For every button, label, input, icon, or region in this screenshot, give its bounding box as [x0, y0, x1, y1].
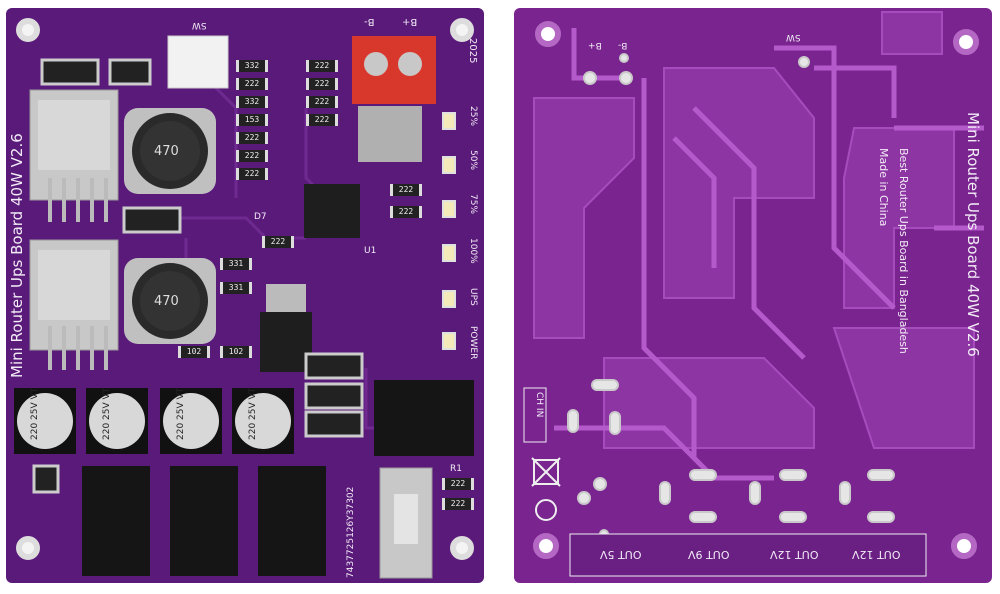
- cap-4: [232, 388, 294, 454]
- led-ups: [442, 290, 456, 308]
- back-bminus-label: B-: [618, 40, 628, 50]
- resistor: 222: [236, 78, 268, 90]
- resistor: 222: [262, 236, 294, 248]
- bminus-label: B-: [364, 16, 375, 27]
- weee-icon: [531, 457, 561, 487]
- resistor: 331: [220, 282, 252, 294]
- led-50: [442, 156, 456, 174]
- resistor: 102: [178, 346, 210, 358]
- cap-2: [86, 388, 148, 454]
- resistor: 222: [306, 78, 338, 90]
- sw-label: SW: [192, 20, 207, 30]
- ic-u1: [304, 184, 360, 238]
- front-board-title: Mini Router Ups Board 40W V2.6: [8, 133, 26, 378]
- cap-3: [160, 388, 222, 454]
- resistor: 222: [236, 168, 268, 180]
- led-25: [442, 112, 456, 130]
- out-label-1: OUT 5V: [600, 548, 642, 561]
- mount-hole-top-right: [450, 18, 474, 42]
- led-label-25: 25%: [468, 106, 478, 127]
- mount-hole-bottom-right: [450, 536, 474, 560]
- resistor: 222: [306, 114, 338, 126]
- cap-3-label: 220 25V VT: [176, 387, 186, 440]
- r1-label: R1: [450, 464, 462, 474]
- resistor: 222: [236, 132, 268, 144]
- back-hole-bottom-right: [951, 533, 977, 559]
- year-label: 2025: [467, 38, 478, 64]
- back-made-in: Made in China: [877, 148, 890, 227]
- resistor: 102: [220, 346, 252, 358]
- back-board: Mini Router Ups Board 40W V2.6 Best Rout…: [514, 8, 992, 583]
- cap-1-label: 220 25V VT: [30, 387, 40, 440]
- back-sw-label: SW: [786, 32, 801, 42]
- resistor: 222: [442, 478, 474, 490]
- led-100: [442, 244, 456, 262]
- u1-label: U1: [364, 246, 377, 256]
- regulator-2: [29, 239, 119, 370]
- back-hole-top-left: [535, 21, 561, 47]
- sw-connector: [167, 35, 229, 89]
- inductor-1: [124, 108, 216, 194]
- front-board-graphics: [14, 18, 474, 579]
- inductor-2: [124, 258, 216, 344]
- regulator-1: [29, 89, 119, 222]
- bplus-label: B+: [402, 16, 418, 27]
- terminal-block: [352, 36, 436, 162]
- back-hole-top-right: [953, 29, 979, 55]
- dc-jack-input: [374, 380, 474, 456]
- resistor: 332: [236, 96, 268, 108]
- diode-mid: [122, 206, 182, 234]
- front-board: 332 222 332 153 222 222 222 222 222 222 …: [6, 8, 484, 583]
- back-slogan: Best Router Ups Board in Bangladesh: [897, 148, 910, 354]
- back-board-title: Mini Router Ups Board 40W V2.6: [964, 112, 982, 357]
- inductor-1-value: 470: [154, 144, 179, 159]
- led-label-100: 100%: [468, 238, 478, 264]
- serial-number: 7437725126Y37302: [346, 486, 356, 578]
- out-label-3: OUT 12V: [770, 548, 819, 561]
- resistor: 222: [390, 184, 422, 196]
- resistor: 222: [306, 60, 338, 72]
- led-label-ups: UPS: [468, 288, 478, 306]
- diode-top-1: [40, 58, 100, 86]
- led-label-75: 75%: [468, 194, 478, 215]
- resistor: 222: [390, 206, 422, 218]
- cap-2-label: 220 25V VT: [102, 387, 112, 440]
- cap-4-label: 220 25V VT: [248, 387, 258, 440]
- led-label-50: 50%: [468, 150, 478, 171]
- dc-jack-2: [170, 466, 238, 576]
- led-75: [442, 200, 456, 218]
- resistor: 153: [236, 114, 268, 126]
- dc-jack-1: [82, 466, 150, 576]
- back-bplus-label: B+: [588, 40, 602, 50]
- resistor: 222: [442, 498, 474, 510]
- cap-1: [14, 388, 76, 454]
- inductor-2-value: 470: [154, 294, 179, 309]
- ch-in-label: CH IN: [534, 392, 544, 418]
- dc-jack-3: [258, 466, 326, 576]
- resistor: 331: [220, 258, 252, 270]
- back-hole-bottom-left: [533, 533, 559, 559]
- back-board-graphics: [523, 11, 984, 577]
- d7-label: D7: [254, 212, 267, 222]
- mount-hole-top-left: [16, 18, 40, 42]
- led-label-power: POWER: [468, 326, 478, 360]
- resistor: 222: [236, 150, 268, 162]
- mosfet: [260, 312, 312, 372]
- mount-hole-bottom-left: [16, 536, 40, 560]
- resistor: 222: [306, 96, 338, 108]
- out-label-4: OUT 12V: [852, 548, 901, 561]
- diode-top-2: [108, 58, 152, 86]
- recycle-icon: [535, 499, 557, 521]
- led-power: [442, 332, 456, 350]
- resistor: 332: [236, 60, 268, 72]
- out-label-2: OUT 9V: [688, 548, 730, 561]
